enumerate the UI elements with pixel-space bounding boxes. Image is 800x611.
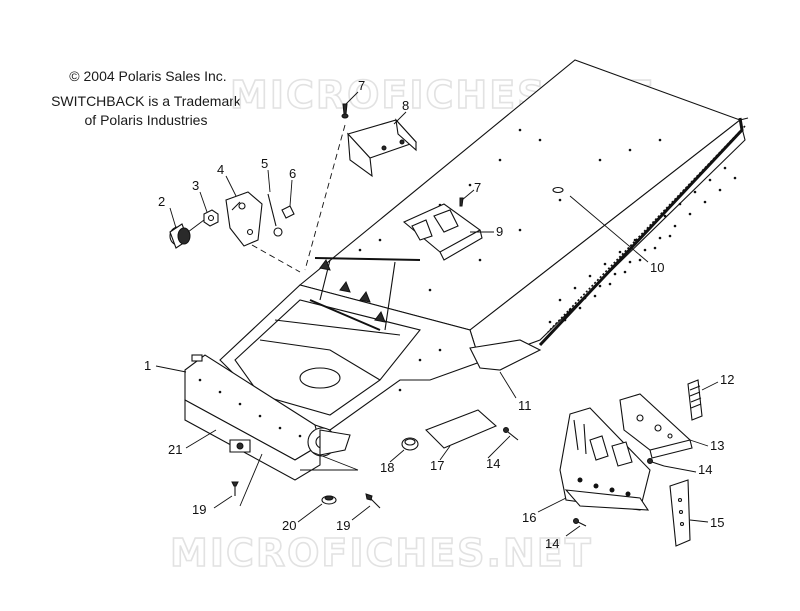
screw-part-14-a [503, 427, 519, 441]
bushing-part-2 [169, 223, 191, 249]
grommet-part-20 [321, 495, 337, 505]
callout-1: 1 [144, 358, 151, 373]
callout-9: 9 [496, 224, 503, 239]
tunnel-assembly [298, 59, 749, 363]
callout-4: 4 [217, 162, 224, 177]
callout-3: 3 [192, 178, 199, 193]
strip-part-15 [669, 479, 691, 547]
screw-part-14-c [573, 518, 587, 527]
callout-14-right: 14 [698, 462, 712, 477]
screw-part-6 [281, 205, 295, 219]
plug-part-18 [401, 437, 419, 451]
callout-13: 13 [710, 438, 724, 453]
callout-8: 8 [402, 98, 409, 113]
panel-part-16 [559, 407, 651, 511]
strap-part-12 [687, 379, 703, 421]
panel-part-13 [619, 393, 693, 459]
callout-16: 16 [522, 510, 536, 525]
nut-part-3 [203, 209, 219, 227]
callout-labels: 1 2 3 4 5 6 7 8 7 9 10 11 12 13 14 14 14… [144, 78, 734, 551]
callout-15: 15 [710, 515, 724, 530]
rivet-part-7-top [341, 103, 349, 119]
callout-2: 2 [158, 194, 165, 209]
copyright-text: © 2004 Polaris Sales Inc. [69, 68, 227, 84]
bracket-part-4 [225, 191, 263, 247]
steering-support [309, 257, 421, 331]
callout-19-right: 19 [336, 518, 350, 533]
callout-7-mid: 7 [474, 180, 481, 195]
bracket-part-11 [469, 339, 542, 371]
callout-10: 10 [650, 260, 664, 275]
bolt-part-5 [267, 193, 283, 237]
running-board-holes [548, 166, 737, 324]
trademark-text-line1: SWITCHBACK is a Trademark [51, 93, 241, 109]
callout-18: 18 [380, 460, 394, 475]
callout-21: 21 [168, 442, 182, 457]
callout-11: 11 [518, 398, 532, 413]
callout-14-bottom: 14 [545, 536, 559, 551]
leader-lines [155, 91, 719, 537]
callout-14-mid: 14 [486, 456, 500, 471]
screw-part-14-b [647, 458, 665, 467]
bolt-part-19-a [231, 481, 239, 496]
plate-part-9 [402, 203, 483, 261]
callout-7-top: 7 [358, 78, 365, 93]
callout-19-left: 19 [192, 502, 206, 517]
callout-20: 20 [282, 518, 296, 533]
watermark-bottom: MICROFICHES.NET [170, 531, 593, 575]
bolt-part-19-b [365, 493, 381, 509]
bracket-part-8 [346, 118, 417, 178]
trademark-text-line2: of Polaris Industries [84, 112, 208, 128]
callout-5: 5 [261, 156, 268, 171]
callout-12: 12 [720, 372, 734, 387]
deck-rivets [358, 128, 662, 292]
plate-part-17 [425, 409, 498, 449]
front-bulkhead [184, 284, 481, 481]
callout-17: 17 [430, 458, 444, 473]
callout-6: 6 [289, 166, 296, 181]
